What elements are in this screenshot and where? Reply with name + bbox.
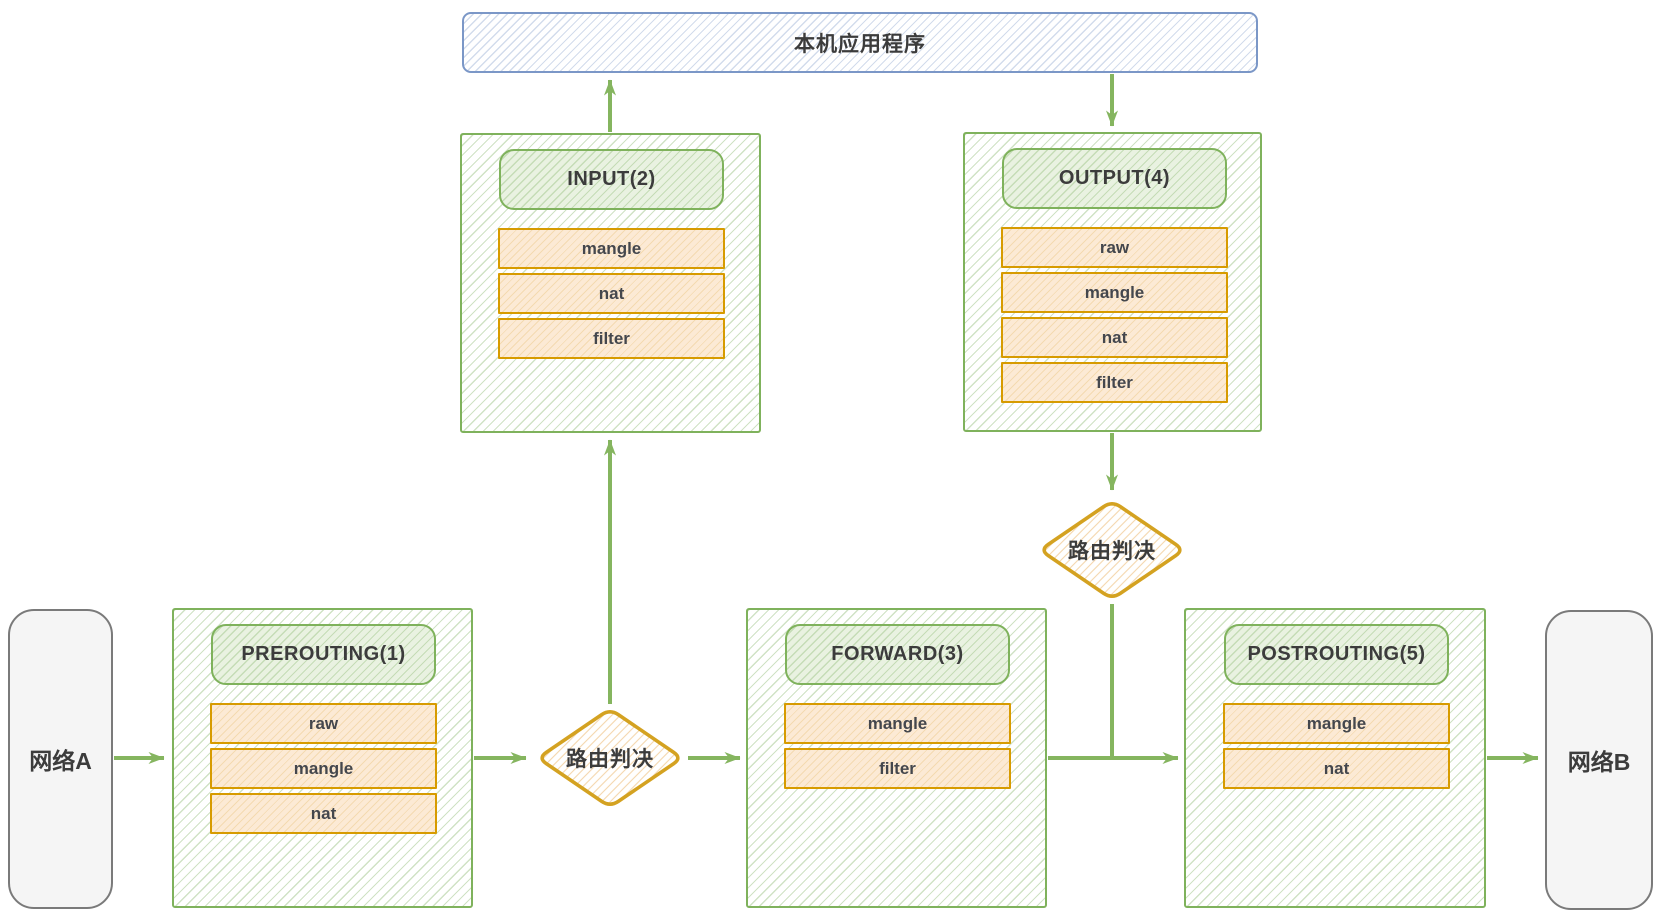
table-row: filter (498, 318, 725, 359)
table-label: mangle (1084, 282, 1145, 302)
chain-header-output: OUTPUT(4) (1002, 148, 1227, 209)
chain-title: FORWARD(3) (831, 643, 964, 665)
table-rows: mangle nat filter (498, 228, 725, 359)
table-row: filter (784, 748, 1011, 789)
table-row: mangle (1001, 272, 1228, 313)
table-rows: raw mangle nat filter (1001, 227, 1228, 403)
chain-title: OUTPUT(4) (1058, 167, 1171, 189)
chain-title: INPUT(2) (567, 168, 656, 190)
table-label: nat (598, 283, 625, 303)
local-application-box: 本机应用程序 (462, 12, 1258, 73)
table-rows: raw mangle nat (210, 703, 437, 834)
chain-header-postrouting: POSTROUTING(5) (1224, 624, 1449, 685)
table-row: nat (1223, 748, 1450, 789)
table-label: nat (1101, 327, 1128, 347)
table-label: mangle (1306, 713, 1367, 733)
routing-decision-2-label: 路由判决 (1068, 540, 1156, 563)
chain-box-postrouting: POSTROUTING(5) mangle nat (1184, 608, 1486, 908)
local-application-label: 本机应用程序 (794, 32, 926, 56)
network-b-label: 网络B (1567, 749, 1631, 775)
table-label: mangle (867, 713, 928, 733)
table-label: nat (1323, 758, 1350, 778)
network-b-node: 网络B (1545, 610, 1653, 910)
routing-decision-2: 路由判决 (1035, 497, 1189, 603)
table-row: mangle (1223, 703, 1450, 744)
chain-header-forward: FORWARD(3) (785, 624, 1010, 685)
table-row: mangle (784, 703, 1011, 744)
chain-title: PREROUTING(1) (241, 643, 406, 665)
chain-title: POSTROUTING(5) (1247, 643, 1426, 665)
chain-box-prerouting: PREROUTING(1) raw mangle nat (172, 608, 473, 908)
network-a-label: 网络A (29, 748, 92, 774)
table-row: nat (210, 793, 437, 834)
chain-box-output: OUTPUT(4) raw mangle nat filter (963, 132, 1262, 432)
table-label: raw (1099, 237, 1130, 257)
network-a-node: 网络A (8, 609, 113, 909)
table-label: mangle (293, 758, 354, 778)
table-row: filter (1001, 362, 1228, 403)
table-label: mangle (581, 238, 642, 258)
table-row: mangle (498, 228, 725, 269)
table-row: raw (1001, 227, 1228, 268)
table-row: mangle (210, 748, 437, 789)
table-rows: mangle nat (1223, 703, 1450, 789)
table-label: filter (593, 328, 630, 348)
chain-box-input: INPUT(2) mangle nat filter (460, 133, 761, 433)
table-rows: mangle filter (784, 703, 1011, 789)
table-label: filter (879, 758, 916, 778)
table-row: raw (210, 703, 437, 744)
routing-decision-1-label: 路由判决 (566, 748, 654, 771)
chain-header-prerouting: PREROUTING(1) (211, 624, 436, 685)
table-label: nat (310, 803, 337, 823)
table-row: nat (1001, 317, 1228, 358)
routing-decision-1: 路由判决 (533, 705, 687, 811)
table-label: raw (308, 713, 339, 733)
table-label: filter (1096, 372, 1133, 392)
chain-header-input: INPUT(2) (499, 149, 724, 210)
chain-box-forward: FORWARD(3) mangle filter (746, 608, 1047, 908)
table-row: nat (498, 273, 725, 314)
